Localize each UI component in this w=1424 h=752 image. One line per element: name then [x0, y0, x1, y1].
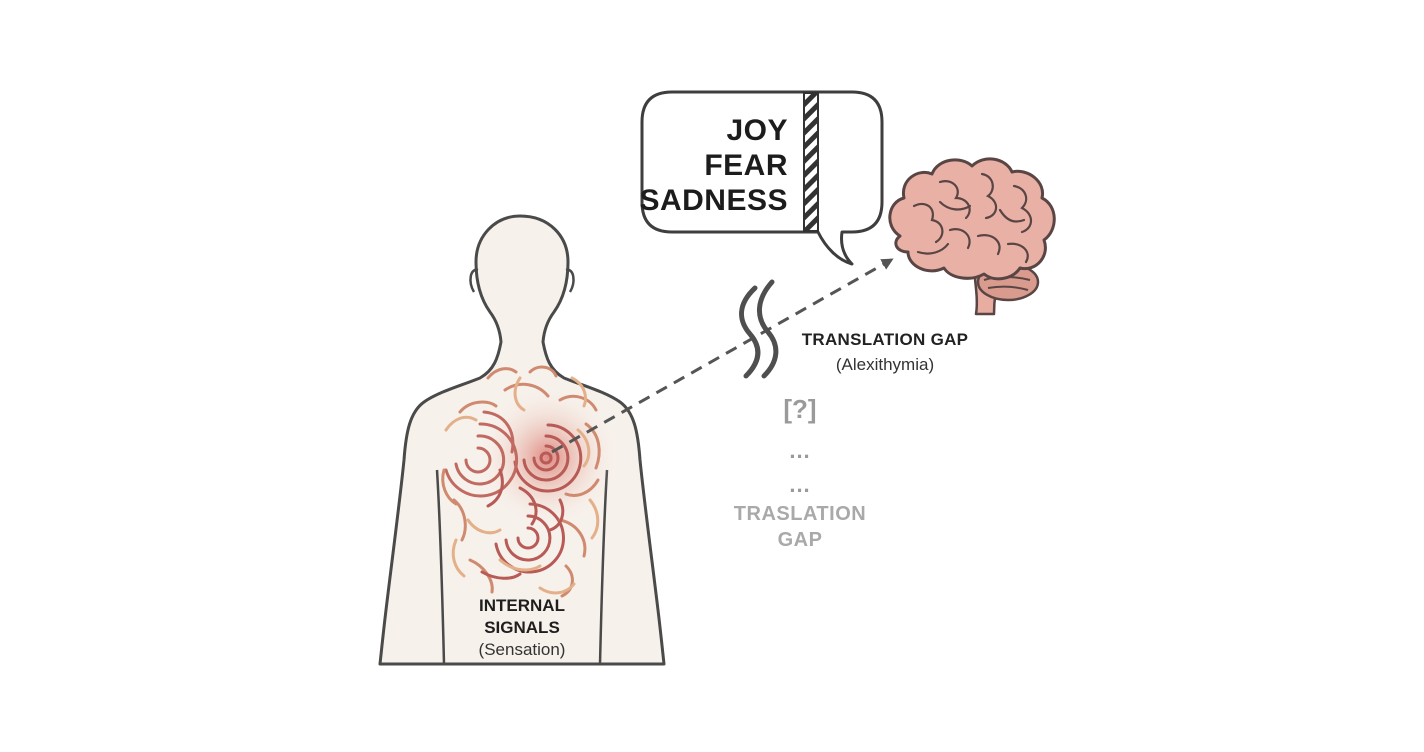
faded-gap-label-line2: GAP [777, 529, 823, 551]
internal-signals-line2: SIGNALS [484, 618, 560, 637]
speech-bubble-icon [640, 90, 884, 266]
faded-gap-label-line1: TRASLATION [733, 503, 867, 525]
wavy-lines-icon [739, 279, 779, 379]
internal-signals-line1: INTERNAL [479, 596, 565, 615]
internal-signals-sensation: (Sensation) [478, 640, 566, 659]
emotion-fear: FEAR [704, 149, 788, 182]
emotion-list: JOY FEAR SADNESS [639, 113, 788, 223]
question-mark-label: [?] [783, 394, 817, 424]
translation-gap-subtitle: (Alexithymia) [835, 355, 935, 374]
brain-icon [888, 157, 1056, 316]
emotion-sadness: SADNESS [639, 184, 788, 217]
ellipsis-1: ... [789, 438, 811, 463]
hatched-bar [803, 92, 819, 232]
internal-signal-swirls [441, 365, 601, 598]
signal-glow [478, 387, 618, 527]
ellipsis-2: ... [789, 472, 811, 497]
translation-gap-title: TRANSLATION GAP [801, 330, 969, 349]
emotion-joy: JOY [726, 114, 788, 147]
dashed-arrow-icon [551, 258, 894, 454]
